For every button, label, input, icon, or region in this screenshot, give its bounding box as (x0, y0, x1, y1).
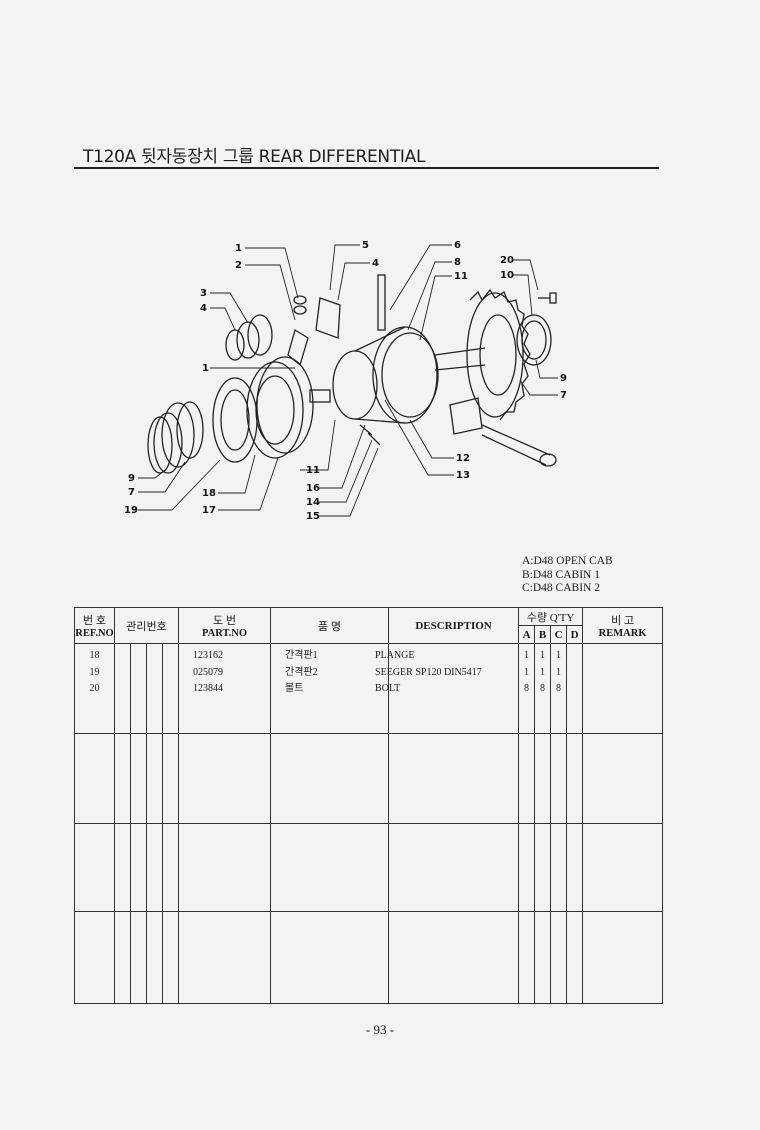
qty-b-value: 1 (540, 650, 546, 661)
callout-label: 14 (306, 497, 320, 508)
desc-cell: PLANGE SEEGER SP120 DIN5417 BOLT (375, 643, 520, 734)
col-part-header: 도 번 PART.NO (178, 607, 272, 644)
callout-label: 4 (200, 303, 207, 314)
table-row-empty (74, 911, 664, 1004)
callout-label: 9 (128, 473, 135, 484)
name-ko-value: 볼트 (285, 683, 304, 694)
callout-label: 20 (500, 255, 514, 266)
callout-label: 15 (306, 511, 320, 520)
qty-a-value: 1 (524, 650, 530, 661)
col-remark-header: 비 고 REMARK (582, 607, 664, 644)
qty-c-cell: 1 1 8 (550, 643, 568, 734)
ref-value: 19 (89, 666, 100, 678)
ref-value: 18 (89, 650, 100, 661)
col-desc-header: DESCRIPTION (388, 607, 520, 644)
callout-label: 8 (454, 257, 461, 268)
qty-c-value: 8 (556, 683, 562, 694)
table-row-block: 18 19 20 123162 025079 123844 간격판1 간격판2 … (74, 643, 664, 734)
qty-d-value (567, 681, 582, 698)
callout-label: 5 (362, 240, 369, 251)
qty-b-value: 1 (540, 666, 546, 678)
title-divider (74, 167, 659, 169)
callout-label: 7 (128, 487, 135, 498)
qty-b-cell: 1 1 8 (534, 643, 552, 734)
ref-cell: 18 19 20 (74, 643, 115, 734)
desc-value: BOLT (375, 683, 401, 694)
qty-a-value: 8 (524, 683, 530, 694)
table-row-empty (74, 823, 664, 912)
qty-b-value: 8 (540, 683, 546, 694)
remark-ko: 비 고 (611, 615, 635, 627)
model-b: B:D48 CABIN 1 (522, 568, 600, 581)
qty-a-cell: 1 1 8 (518, 643, 536, 734)
name-ko-value: 간격판1 (285, 650, 318, 661)
table-row-empty (74, 733, 664, 824)
callout-label: 17 (202, 505, 216, 516)
part-cell: 123162 025079 123844 (178, 643, 272, 734)
callout-label: 3 (200, 288, 207, 299)
callout-label: 6 (454, 240, 461, 251)
qty-a-header: A (518, 625, 536, 644)
callout-label: 11 (454, 271, 468, 282)
ref-en: REF.NO (75, 628, 114, 639)
qty-d-value (567, 648, 582, 665)
qty-c-value: 1 (556, 650, 562, 661)
callout-label: 10 (500, 270, 514, 281)
qty-c-value: 1 (556, 666, 562, 678)
callout-label: 13 (456, 470, 470, 481)
header-row-1: 번 호 REF.NO 관리번호 도 번 PART.NO 품 명 DESCRIPT… (74, 607, 664, 644)
callout-label: 1 (202, 363, 209, 374)
callout-label: 7 (560, 390, 567, 401)
callout-label: 19 (124, 505, 138, 516)
callout-label: 11 (306, 465, 320, 476)
col-qty-header: 수량 Q'TY (518, 607, 584, 626)
callout-label: 9 (560, 373, 567, 384)
qty-b-header: B (534, 625, 552, 644)
desc-value: PLANGE (375, 650, 415, 661)
qty-c-header: C (550, 625, 568, 644)
part-ko: 도 번 (213, 615, 237, 627)
name-ko-cell: 간격판1 간격판2 볼트 (270, 643, 390, 734)
ref-value: 20 (89, 683, 100, 694)
model-c: C:D48 CABIN 2 (522, 582, 600, 594)
page-number: - 93 - (365, 1022, 395, 1037)
exploded-parts-diagram: 1 2 3 4 1 5 4 6 8 11 20 10 9 7 11 16 14 … (124, 240, 567, 520)
model-a: A:D48 OPEN CAB (522, 555, 613, 567)
part-en: PART.NO (202, 628, 248, 639)
callout-label: 4 (372, 258, 379, 269)
qty-d-value (567, 665, 582, 682)
model-legend: A:D48 OPEN CAB B:D48 CABIN 1 C:D48 CABIN… (522, 555, 613, 596)
col-name-header: 품 명 (270, 607, 390, 644)
qty-d-header: D (566, 625, 584, 644)
qty-a-value: 1 (524, 666, 530, 678)
name-ko-value: 간격판2 (285, 666, 318, 678)
col-ref-header: 번 호 REF.NO (74, 607, 115, 644)
callout-label: 12 (456, 453, 470, 464)
part-value: 123844 (193, 683, 224, 694)
part-value: 123162 (193, 650, 224, 661)
remark-cell (582, 643, 664, 734)
parts-table: 번 호 REF.NO 관리번호 도 번 PART.NO 품 명 DESCRIPT… (74, 607, 664, 1004)
col-mgmt-header: 관리번호 (113, 607, 180, 644)
qty-d-cell (566, 643, 584, 734)
callout-label: 16 (306, 483, 320, 494)
remark-en: REMARK (598, 628, 647, 639)
callout-label: 18 (202, 488, 216, 499)
part-value: 025079 (193, 666, 224, 678)
callout-label: 2 (235, 260, 242, 271)
page-title: T120A 뒷자동장치 그룹 REAR DIFFERENTIAL (83, 147, 426, 167)
callout-label: 1 (235, 243, 242, 254)
ref-ko: 번 호 (83, 615, 106, 627)
desc-value: SEEGER SP120 DIN5417 (375, 666, 482, 678)
